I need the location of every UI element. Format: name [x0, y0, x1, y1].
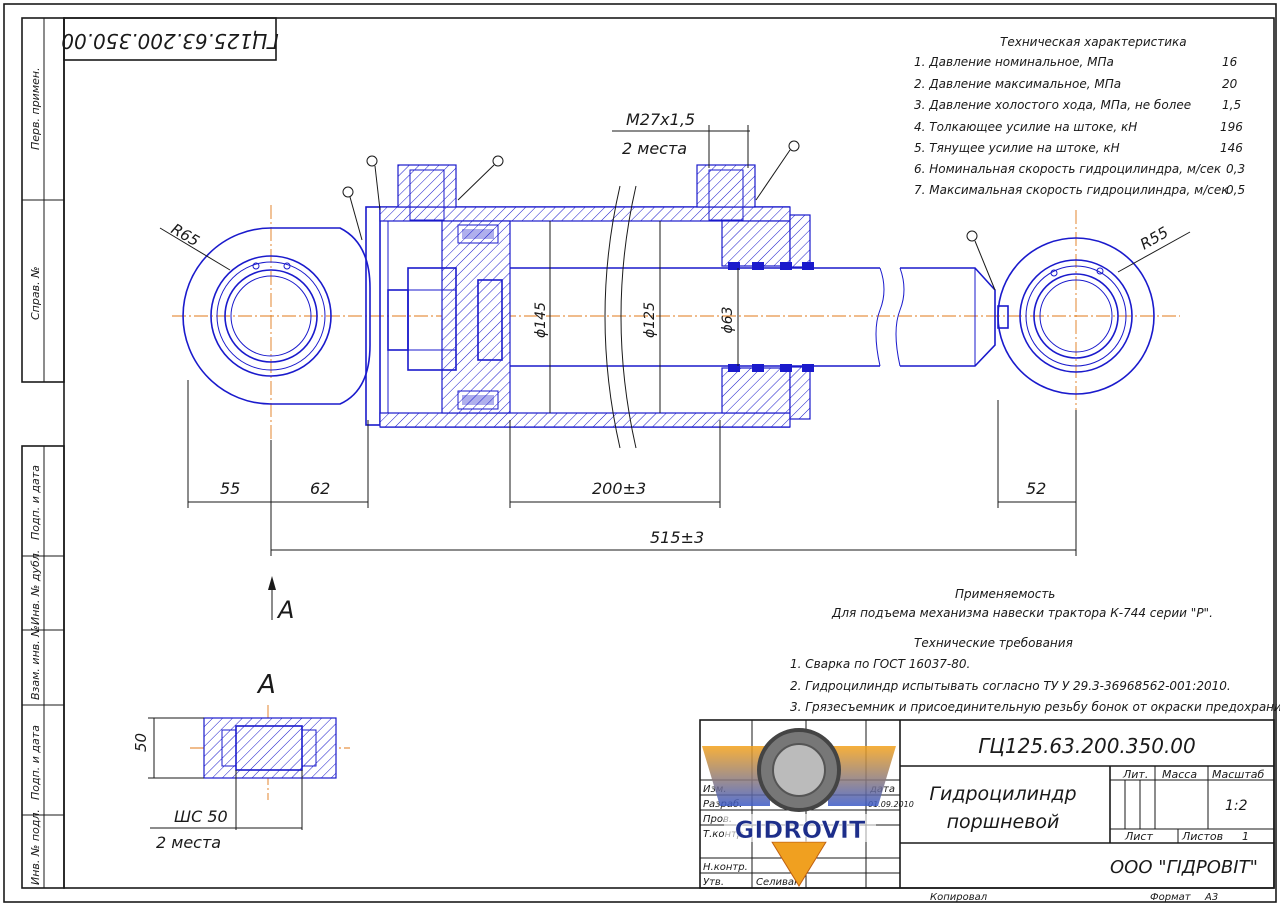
tb-izm: Изм. — [703, 784, 727, 795]
side-stamp-4: Взам. инв. № — [29, 625, 42, 700]
char-label-3: 4. Толкающее усилие на штоке, кН — [914, 120, 1137, 134]
dim-thread-count: 2 места — [622, 139, 687, 158]
requirement-1: 2. Гидроцилиндр испытывать согласно ТУ У… — [790, 679, 1231, 693]
tb-sheets-count: 1 — [1242, 830, 1249, 843]
characteristics-heading: Техническая характеристика — [1000, 35, 1187, 49]
tb-mass-label: Масса — [1162, 768, 1197, 781]
dim-r65: R65 — [168, 220, 203, 250]
cylinder-drawing: ϕ145 ϕ125 ϕ63 R65 R55 М27х1,5 2 места 55… — [159, 110, 1191, 624]
side-stamps: Перв. примен. Справ. № Подп. и дата Инв.… — [29, 67, 42, 885]
applicability-heading: Применяемость — [955, 587, 1055, 601]
dim-ball-count: 2 места — [156, 833, 221, 852]
gidrovit-logo: GIDROVIT — [702, 728, 896, 887]
tb-format-label: Формат — [1150, 892, 1192, 903]
char-value-3: 196 — [1220, 120, 1243, 134]
piston — [441, 220, 511, 414]
char-value-1: 20 — [1222, 77, 1238, 91]
sheet-frame — [3, 3, 1277, 903]
tb-title-line2: поршневой — [947, 811, 1060, 833]
barrel-wall-top — [379, 206, 791, 222]
piston-nut — [387, 289, 409, 351]
char-label-1: 2. Давление максимальное, МПа — [914, 77, 1121, 91]
char-label-6: 7. Максимальная скорость гидроцилиндра, … — [914, 183, 1229, 197]
char-value-6: 0,5 — [1226, 183, 1245, 197]
dim-55: 55 — [220, 479, 240, 498]
char-label-0: 1. Давление номинальное, МПа — [914, 55, 1114, 69]
tb-sheets-label: Листов — [1181, 830, 1223, 843]
characteristics-table: Техническая характеристика 1. Давление н… — [914, 35, 1245, 197]
logo-right-wing — [828, 746, 896, 806]
dim-r55: R55 — [1137, 223, 1172, 253]
applicability-text: Для подъема механизма навески трактора К… — [831, 606, 1213, 620]
tb-drawing-number: ГЦ125.63.200.350.00 — [978, 734, 1196, 758]
dim-height50: 50 — [132, 733, 150, 752]
tb-copied-label: Копировал — [930, 892, 988, 903]
dim-d63: ϕ63 — [720, 306, 736, 333]
rotated-drawing-number: ГЦ125.63.200.350.00 — [61, 29, 279, 53]
tb-lit-label: Лит. — [1122, 768, 1148, 781]
char-label-4: 5. Тянущее усилие на штоке, кН — [914, 141, 1120, 155]
barrel-wall-bottom — [379, 412, 791, 428]
char-value-2: 1,5 — [1222, 98, 1241, 112]
tb-format-value: А3 — [1204, 892, 1218, 903]
left-eye-body — [182, 227, 371, 405]
gland-bottom — [721, 367, 791, 414]
tb-utv: Утв. — [703, 877, 724, 888]
side-stamp-0: Перв. примен. — [29, 67, 42, 150]
view-arrow-label: А — [276, 596, 294, 624]
logo-text: GIDROVIT — [735, 816, 866, 844]
dim-52: 52 — [1026, 479, 1046, 498]
break-line-left — [604, 185, 621, 449]
tb-scale-label: Масштаб — [1212, 768, 1264, 781]
dim-d145: ϕ145 — [533, 302, 549, 338]
requirements-heading: Технические требования — [914, 636, 1073, 650]
requirement-0: 1. Сварка по ГОСТ 16037-80. — [790, 657, 970, 671]
tb-nkontr: Н.контр. — [703, 862, 748, 873]
char-value-0: 16 — [1222, 55, 1238, 69]
dim-d125: ϕ125 — [642, 302, 658, 338]
dim-total: 515±3 — [650, 528, 704, 547]
rotated-number-box: ГЦ125.63.200.350.00 — [61, 17, 279, 61]
side-stamp-2: Подп. и дата — [29, 465, 42, 540]
side-stamp-3: Инв. № дубл. — [29, 550, 42, 625]
tb-prov: Пров. — [703, 814, 732, 825]
dim-stroke: 200±3 — [592, 479, 646, 498]
view-a-title: А — [256, 670, 276, 700]
dim-ball: ШС 50 — [174, 807, 228, 826]
side-stamp-5: Подп. и дата — [29, 725, 42, 800]
char-value-4: 146 — [1220, 141, 1243, 155]
left-eye-bore — [210, 255, 332, 377]
gland-top — [721, 220, 791, 267]
tb-title-line1: Гидроцилиндр — [929, 783, 1076, 805]
notes: Применяемость Для подъема механизма наве… — [790, 587, 1280, 714]
view-a-detail: А 50 ШС 50 2 места — [132, 670, 350, 852]
logo-left-wing — [702, 746, 770, 806]
side-stamp-1: Справ. № — [29, 266, 42, 320]
port-left — [397, 164, 457, 208]
tb-sheet-label: Лист — [1124, 830, 1153, 843]
tb-name: Селиван — [756, 877, 801, 888]
view-a-section — [203, 717, 337, 779]
tb-scale-value: 1:2 — [1225, 798, 1248, 814]
char-label-2: 3. Давление холостого хода, МПа, не боле… — [914, 98, 1191, 112]
port-right — [696, 164, 756, 208]
char-label-5: 6. Номинальная скорость гидроцилиндра, м… — [914, 162, 1222, 176]
requirement-2: 3. Грязесъемник и присоединительную резь… — [790, 700, 1280, 714]
title-block: Изм. Разраб. Пров. Т.контр. Н.контр. Утв… — [699, 719, 1275, 903]
dim-62: 62 — [310, 479, 330, 498]
char-value-5: 0,3 — [1226, 162, 1245, 176]
dim-thread: М27х1,5 — [626, 110, 695, 129]
tb-company: ООО "ГІДРОВІТ" — [1110, 857, 1258, 878]
side-stamp-6: Инв. № подл. — [29, 809, 42, 885]
break-line-right — [620, 185, 637, 449]
tb-date-value: 01.09.2010 — [868, 800, 914, 809]
